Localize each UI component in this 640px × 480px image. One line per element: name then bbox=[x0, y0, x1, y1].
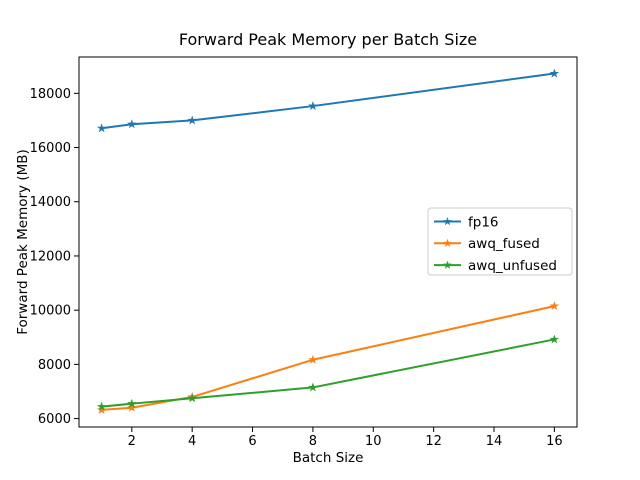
y-tick-label: 6000 bbox=[38, 412, 71, 427]
x-tick-label: 4 bbox=[188, 434, 196, 449]
y-tick-label: 10000 bbox=[30, 304, 71, 319]
data-point-star-icon bbox=[96, 401, 107, 411]
plot-border bbox=[78, 56, 578, 428]
legend-star-icon bbox=[443, 260, 452, 269]
x-tick-label: 14 bbox=[486, 434, 503, 449]
y-tick-label: 12000 bbox=[30, 249, 71, 264]
x-tick-label: 16 bbox=[546, 434, 563, 449]
x-tick-label: 8 bbox=[309, 434, 317, 449]
x-tick-label: 6 bbox=[248, 434, 256, 449]
x-axis-label: Batch Size bbox=[293, 450, 364, 466]
data-point-star-icon bbox=[549, 68, 560, 78]
data-point-star-icon bbox=[127, 398, 137, 408]
legend-box bbox=[427, 207, 573, 276]
y-tick-label: 14000 bbox=[30, 195, 71, 210]
data-point-star-icon bbox=[187, 115, 197, 125]
data-point-star-icon bbox=[549, 334, 560, 344]
series-line-awq_fused bbox=[100, 305, 556, 411]
legend-star-icon bbox=[443, 238, 452, 248]
data-point-star-icon bbox=[308, 354, 318, 364]
y-tick-label: 18000 bbox=[30, 87, 71, 102]
y-tick-label: 8000 bbox=[38, 358, 71, 373]
data-point-star-icon bbox=[96, 123, 107, 133]
x-tick-label: 12 bbox=[425, 434, 442, 449]
x-tick-label: 10 bbox=[365, 434, 382, 449]
legend: fp16 awq_fused awq_unfused bbox=[427, 207, 573, 276]
data-point-star-icon bbox=[308, 382, 318, 392]
data-point-star-icon bbox=[187, 393, 197, 403]
legend-star-icon bbox=[443, 216, 452, 226]
series-line-awq_unfused bbox=[100, 338, 556, 408]
data-point-star-icon bbox=[127, 402, 137, 412]
data-point-star-icon bbox=[127, 119, 137, 129]
data-point-star-icon bbox=[308, 101, 318, 111]
y-tick-label: 16000 bbox=[30, 141, 71, 156]
legend-label-fp16: fp16 bbox=[468, 214, 499, 230]
x-tick-label: 2 bbox=[128, 434, 136, 449]
legend-label-awq_fused: awq_fused bbox=[468, 236, 540, 252]
chart-title: Forward Peak Memory per Batch Size bbox=[179, 30, 477, 49]
data-point-star-icon bbox=[96, 404, 107, 414]
series-line-fp16 bbox=[100, 72, 556, 130]
data-point-star-icon bbox=[549, 301, 560, 311]
legend-label-awq_unfused: awq_unfused bbox=[468, 258, 557, 274]
y-axis-label: Forward Peak Memory (MB) bbox=[15, 149, 31, 335]
